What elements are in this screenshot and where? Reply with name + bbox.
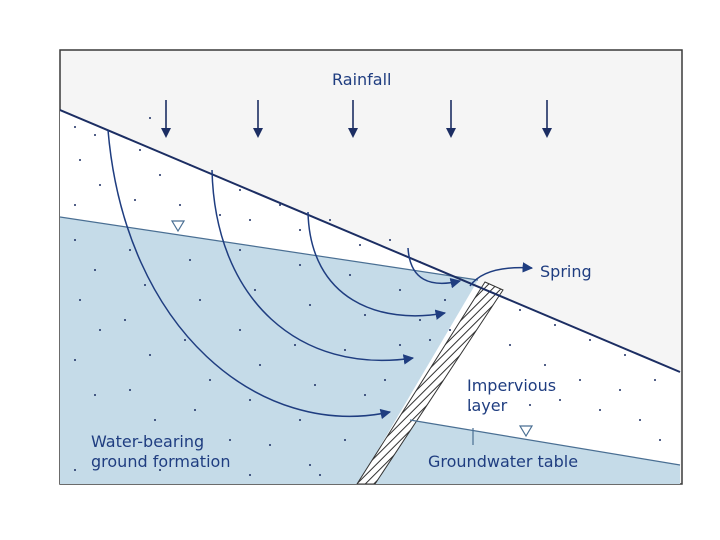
spring-label: Spring	[540, 262, 592, 281]
impervious-layer-label-line2: layer	[467, 396, 508, 415]
water-bearing-label-line2: ground formation	[91, 452, 230, 471]
groundwater-table-label: Groundwater table	[428, 452, 578, 471]
rainfall-label: Rainfall	[332, 70, 391, 89]
impervious-layer-label-line1: Impervious	[467, 376, 556, 395]
water-bearing-label-line1: Water-bearing	[91, 432, 204, 451]
